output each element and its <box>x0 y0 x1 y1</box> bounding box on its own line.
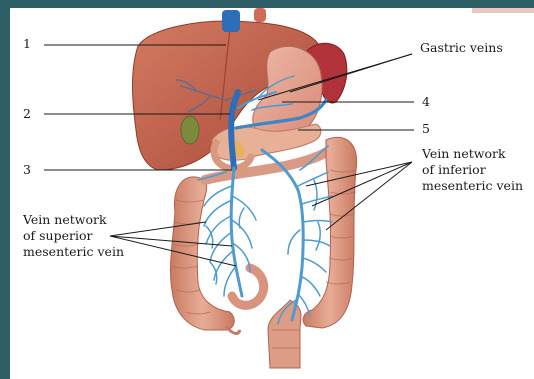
leader-superior-b <box>110 236 232 246</box>
label-inferior-line3: mesenteric vein <box>422 178 523 193</box>
label-superior-line1: Vein network <box>23 212 107 227</box>
label-number-3: 3 <box>23 162 31 177</box>
aorta <box>254 8 266 22</box>
label-number-1: 1 <box>23 36 31 51</box>
label-inferior-line2: of inferior <box>422 162 486 177</box>
label-gastric-veins: Gastric veins <box>420 40 503 55</box>
label-superior-line3: mesenteric vein <box>23 244 124 259</box>
label-inferior-line1: Vein network <box>422 146 506 161</box>
label-superior-line2: of superior <box>23 228 92 243</box>
vena-cava <box>222 10 240 32</box>
label-number-5: 5 <box>422 121 430 136</box>
label-number-4: 4 <box>422 94 430 109</box>
label-number-2: 2 <box>23 106 31 121</box>
